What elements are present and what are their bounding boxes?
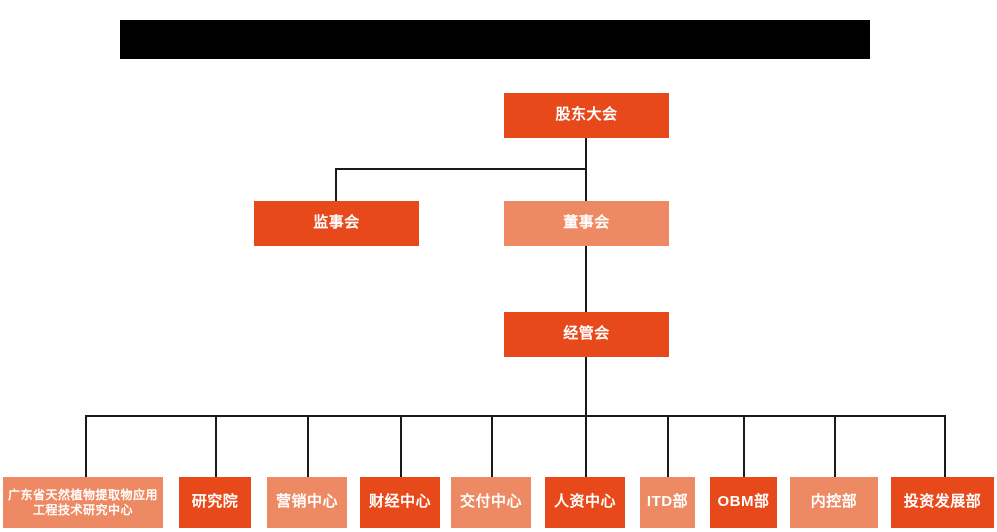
node-shareholders[interactable]: 股东大会 <box>504 93 669 138</box>
connector-to-internal-control <box>834 415 836 477</box>
node-finance[interactable]: 财经中心 <box>360 477 440 528</box>
node-institute[interactable]: 研究院 <box>179 477 251 528</box>
node-label-obm: OBM部 <box>717 493 770 511</box>
node-label-itd: ITD部 <box>646 493 689 511</box>
node-label-institute: 研究院 <box>191 493 239 511</box>
node-hr[interactable]: 人资中心 <box>545 477 625 528</box>
node-delivery[interactable]: 交付中心 <box>451 477 531 528</box>
connector-to-delivery <box>491 415 493 477</box>
node-label-hr: 人资中心 <box>553 493 616 511</box>
node-research-center[interactable]: 广东省天然植物提取物应用工程技术研究中心 <box>3 477 163 528</box>
node-label-supervisors: 监事会 <box>313 214 360 232</box>
node-label-shareholders: 股东大会 <box>555 106 618 124</box>
connector-to-finance <box>400 415 402 477</box>
connector-board-to-management <box>585 246 587 312</box>
node-label-internal-control: 内控部 <box>810 493 858 511</box>
connector-shareholders-down <box>585 138 587 169</box>
connector-management-down <box>585 357 587 416</box>
connector-to-supervisors <box>335 168 337 201</box>
node-itd[interactable]: ITD部 <box>640 477 695 528</box>
connector-level2-bus <box>335 168 586 170</box>
node-label-marketing: 营销中心 <box>275 493 338 511</box>
node-obm[interactable]: OBM部 <box>710 477 777 528</box>
node-supervisors[interactable]: 监事会 <box>254 201 419 246</box>
node-marketing[interactable]: 营销中心 <box>267 477 347 528</box>
node-label-investment: 投资发展部 <box>903 493 982 511</box>
connector-to-obm <box>743 415 745 477</box>
node-internal-control[interactable]: 内控部 <box>790 477 878 528</box>
connector-to-research-center <box>85 415 87 477</box>
node-label-research-center: 广东省天然植物提取物应用工程技术研究中心 <box>7 487 158 517</box>
node-board[interactable]: 董事会 <box>504 201 669 246</box>
node-label-management: 经管会 <box>563 325 610 343</box>
node-label-delivery: 交付中心 <box>459 493 522 511</box>
connector-to-marketing <box>307 415 309 477</box>
connector-level4-bus <box>85 415 945 417</box>
connector-to-board <box>585 168 587 201</box>
connector-to-institute <box>215 415 217 477</box>
redacted-title-bar <box>120 20 870 59</box>
connector-to-investment <box>944 415 946 477</box>
node-management[interactable]: 经管会 <box>504 312 669 357</box>
connector-to-itd <box>667 415 669 477</box>
node-label-board: 董事会 <box>563 214 610 232</box>
connector-to-hr <box>585 415 587 477</box>
node-label-finance: 财经中心 <box>368 493 431 511</box>
node-investment[interactable]: 投资发展部 <box>891 477 994 528</box>
